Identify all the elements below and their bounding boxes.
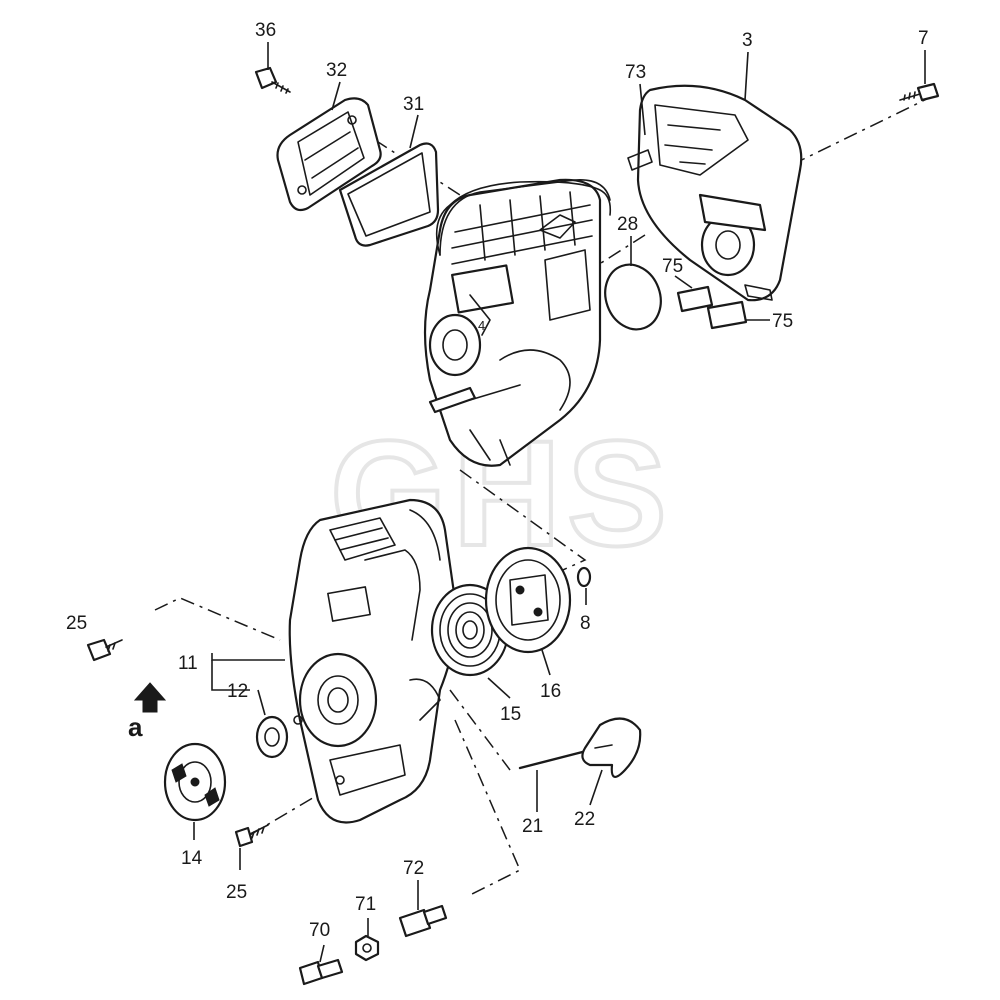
part-71-nut <box>354 934 380 962</box>
part-14-clutch <box>163 742 227 822</box>
callout-12: 12 <box>227 681 248 702</box>
part-36-screw <box>254 66 291 94</box>
part-12-bearing <box>255 715 289 759</box>
starter-housing <box>288 498 458 824</box>
callout-75-upper: 75 <box>662 256 683 277</box>
callout-3: 3 <box>742 30 753 51</box>
callout-22: 22 <box>574 809 595 830</box>
callout-25-lower: 25 <box>226 882 247 903</box>
part-28-gasket <box>604 263 662 331</box>
callout-11: 11 <box>178 653 198 674</box>
part-32-cover-plate <box>276 97 382 212</box>
view-arrow-icon <box>133 682 167 713</box>
part-16-pulley <box>484 546 572 654</box>
part-75-pads <box>676 285 748 330</box>
part-25-bolt-upper <box>86 638 123 662</box>
callout-25-upper: 25 <box>66 613 87 634</box>
callout-16: 16 <box>540 681 561 702</box>
callout-7: 7 <box>918 28 929 49</box>
leader-lines <box>193 42 926 963</box>
part-22-handle <box>581 717 642 778</box>
callout-73: 73 <box>625 62 646 83</box>
part-7-screw <box>899 82 940 102</box>
callout-72: 72 <box>403 858 424 879</box>
callout-71: 71 <box>355 894 376 915</box>
view-marker-label: a <box>128 712 143 742</box>
engine-block: 4 <box>423 178 612 467</box>
callout-31: 31 <box>403 94 424 115</box>
callout-32: 32 <box>326 60 347 81</box>
callout-labels: 36 32 31 73 3 7 28 75 75 25 11 12 14 25 … <box>66 20 929 941</box>
part-70-bolt <box>298 958 344 986</box>
callout-8: 8 <box>580 613 591 634</box>
part-72-stud <box>398 904 448 938</box>
callout-15: 15 <box>500 704 521 725</box>
callout-36: 36 <box>255 20 276 41</box>
callout-21: 21 <box>522 816 543 837</box>
callout-75-lower: 75 <box>772 311 793 332</box>
part-25-bolt-lower <box>234 824 269 848</box>
callout-28: 28 <box>617 214 638 235</box>
part-8-clip <box>576 566 592 588</box>
part-3-engine-cover <box>627 84 803 302</box>
callout-14: 14 <box>181 848 203 869</box>
svg-text:4: 4 <box>478 318 485 333</box>
callout-70: 70 <box>309 920 330 941</box>
part-31-gasket <box>338 142 440 247</box>
